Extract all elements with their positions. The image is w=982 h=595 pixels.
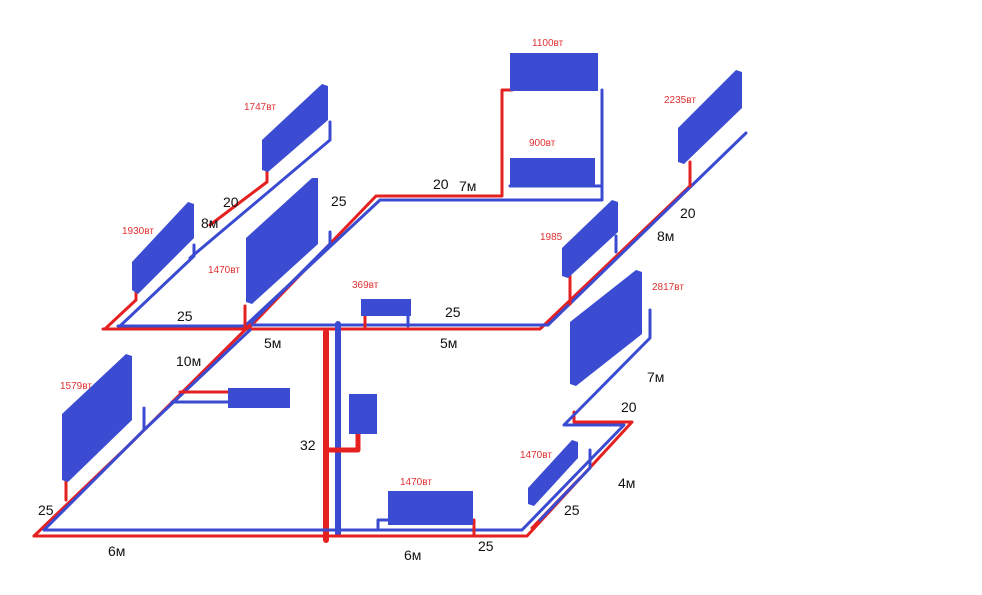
radiator-2235 bbox=[678, 70, 742, 164]
label-1100: 1100вт bbox=[532, 38, 564, 49]
dim-25-b: 25 bbox=[177, 308, 193, 324]
dim-4m: 4м bbox=[618, 475, 635, 491]
label-1470-bottom: 1470вт bbox=[400, 477, 432, 488]
boiler bbox=[349, 394, 377, 434]
label-1985: 1985 bbox=[540, 232, 563, 243]
lower-return-pipe bbox=[42, 308, 652, 532]
radiator-unlabeled-mid bbox=[228, 388, 290, 408]
dim-8m-a: 8м bbox=[201, 215, 218, 231]
label-900: 900вт bbox=[529, 138, 556, 149]
dim-8m-b: 8м bbox=[657, 228, 674, 244]
label-2817: 2817вт bbox=[652, 282, 684, 293]
dim-6m-a: 6м bbox=[108, 543, 125, 559]
upper-return-pipe bbox=[116, 88, 604, 328]
label-2235: 2235вт bbox=[664, 95, 696, 106]
power-labels: 1747вт 1930вт 1470вт 1100вт 900вт 369вт … bbox=[60, 38, 696, 488]
dim-25-d: 25 bbox=[38, 502, 54, 518]
branch-1470b-return bbox=[376, 518, 392, 532]
boiler-supply bbox=[323, 429, 361, 453]
label-369: 369вт bbox=[352, 280, 379, 291]
dim-7m-a: 7м bbox=[459, 178, 476, 194]
label-1470-upper: 1470вт bbox=[208, 265, 240, 276]
dim-20-d: 20 bbox=[621, 399, 637, 415]
dim-10m: 10м bbox=[176, 353, 201, 369]
radiators bbox=[62, 53, 742, 525]
radiator-1985 bbox=[562, 200, 618, 278]
radiator-900 bbox=[510, 158, 595, 186]
radiator-1100 bbox=[510, 53, 598, 91]
upper-return-right bbox=[246, 131, 748, 327]
dim-6m-b: 6м bbox=[404, 547, 421, 563]
dim-5m-b: 5м bbox=[440, 335, 457, 351]
radiator-1470-bottom bbox=[388, 491, 473, 525]
radiator-1747 bbox=[262, 84, 328, 172]
dim-7m-b: 7м bbox=[647, 369, 664, 385]
branch-1930-return bbox=[118, 243, 196, 328]
dim-25-e: 25 bbox=[564, 502, 580, 518]
dimension-labels: 20 8м 25 20 7м 20 8м 25 25 5м 5м 10м 7м … bbox=[38, 176, 696, 563]
lower-supply-pipe bbox=[32, 410, 634, 538]
branch-1747-return bbox=[188, 120, 332, 260]
radiator-2817 bbox=[570, 270, 642, 386]
upper-supply-right bbox=[246, 184, 692, 331]
dim-25-a: 25 bbox=[331, 193, 347, 209]
label-1930: 1930вт bbox=[122, 226, 154, 237]
branch-1470u-return bbox=[246, 230, 332, 328]
dim-5m-a: 5м bbox=[264, 335, 281, 351]
label-1747: 1747вт bbox=[244, 102, 276, 113]
dim-20-a: 20 bbox=[223, 194, 239, 210]
dim-32: 32 bbox=[300, 437, 316, 453]
dim-20-c: 20 bbox=[680, 205, 696, 221]
dim-25-f: 25 bbox=[478, 538, 494, 554]
label-1470-right: 1470вт bbox=[520, 450, 552, 461]
pipe-network bbox=[32, 88, 748, 543]
radiator-369 bbox=[361, 299, 411, 316]
radiator-1579 bbox=[62, 354, 132, 482]
dim-25-c: 25 bbox=[445, 304, 461, 320]
radiator-1470-right bbox=[528, 440, 578, 506]
label-1579: 1579вт bbox=[60, 381, 92, 392]
dim-20-b: 20 bbox=[433, 176, 449, 192]
upper-supply-pipe bbox=[101, 88, 514, 331]
branch-1747-supply bbox=[208, 166, 269, 227]
branch-1930-supply bbox=[104, 288, 138, 330]
radiator-1930 bbox=[132, 202, 194, 294]
radiator-1470-upper bbox=[246, 178, 318, 304]
branch-1470r-return bbox=[538, 448, 592, 522]
